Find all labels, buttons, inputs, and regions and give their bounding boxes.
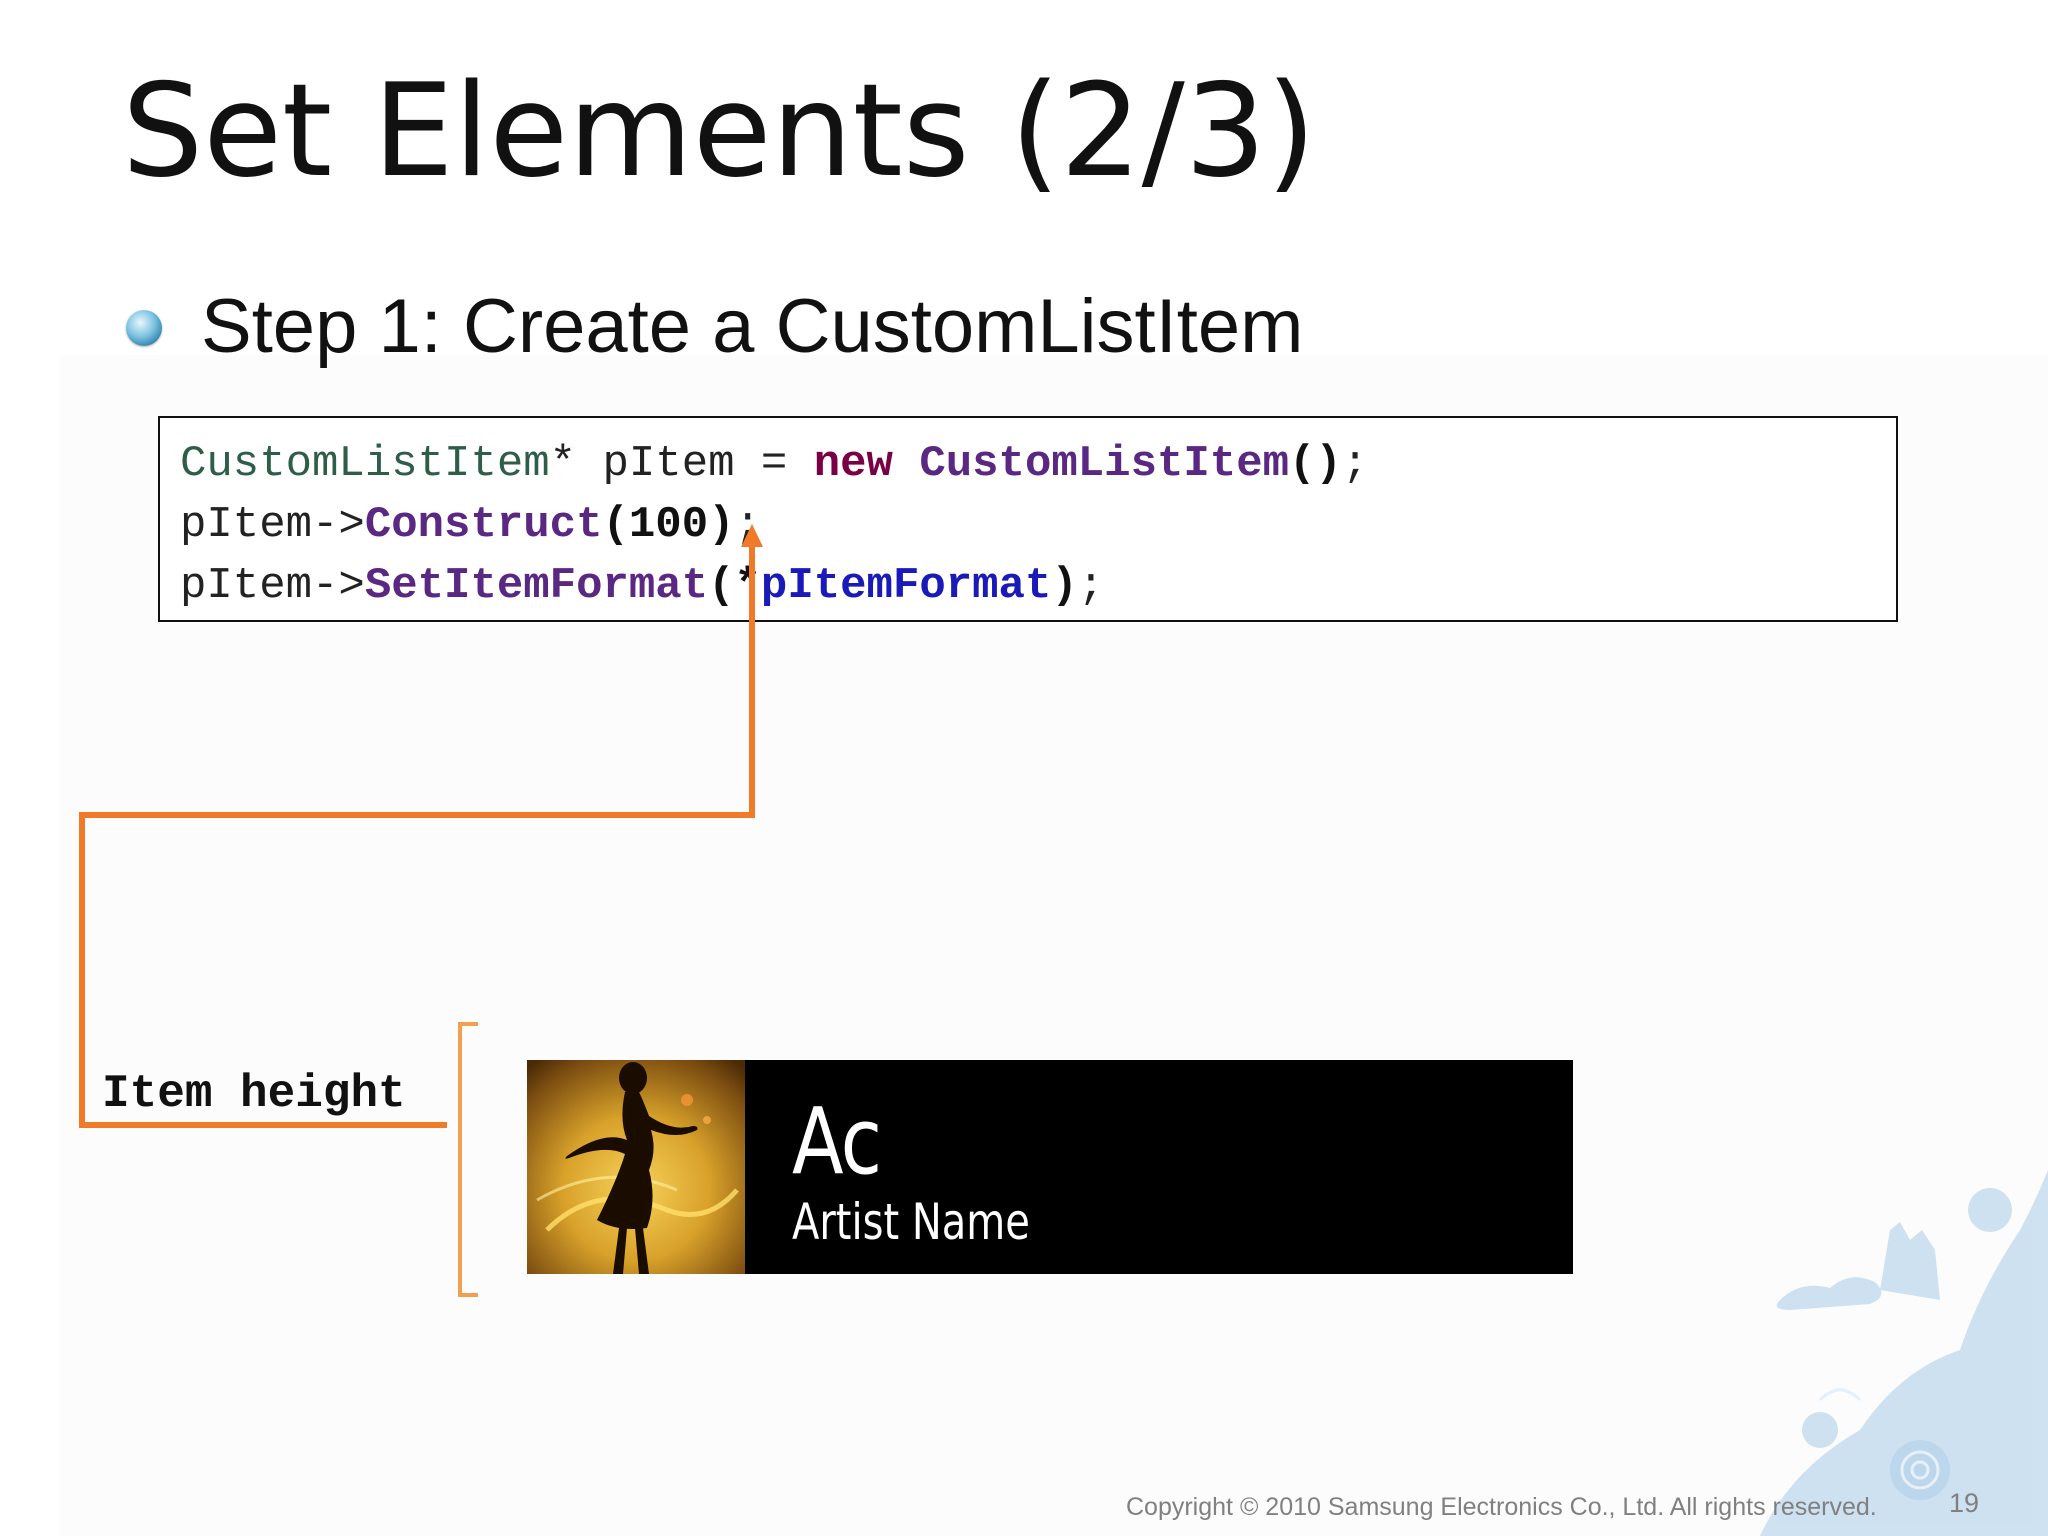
dancer-silhouette-album-art-icon (527, 1060, 745, 1274)
code-method: SetItemFormat (364, 561, 709, 611)
code-close-paren: ) (1051, 561, 1078, 611)
decorative-illustration-icon (1760, 1170, 2048, 1536)
slide-title: Set Elements (2/3) (122, 57, 1317, 206)
copyright-footer: Copyright © 2010 Samsung Electronics Co.… (1126, 1493, 1877, 1521)
code-parens: () (1289, 439, 1342, 489)
code-open-paren: ( (602, 500, 629, 550)
code-semicolon: ; (1077, 561, 1105, 611)
code-line-1: CustomListItem* pItem = new CustomListIt… (180, 434, 1896, 495)
code-declaration: * pItem = (549, 439, 814, 489)
item-height-label: Item height (102, 1068, 406, 1120)
bullet-icon (126, 310, 162, 346)
code-close-paren: ) (708, 500, 735, 550)
code-semicolon: ; (1341, 439, 1369, 489)
code-argument: 100 (628, 500, 709, 550)
custom-list-item-preview: Ac Artist Name (527, 1060, 1573, 1274)
bullet-text: Step 1: Create a CustomListItem (201, 284, 1304, 369)
code-constructor: CustomListItem (919, 439, 1290, 489)
height-bracket (458, 1022, 478, 1297)
list-item-title: Ac (792, 1088, 882, 1195)
arrow-head-icon (741, 524, 763, 547)
code-type: CustomListItem (180, 439, 550, 489)
code-line-2: pItem->Construct(100); (180, 495, 1896, 556)
page-number: 19 (1949, 1488, 1980, 1518)
list-item-subtitle: Artist Name (792, 1193, 1030, 1251)
code-argument: pItemFormat (760, 561, 1052, 611)
code-line-3: pItem->SetItemFormat(*pItemFormat); (180, 556, 1896, 617)
code-object: pItem-> (180, 561, 365, 611)
code-block: CustomListItem* pItem = new CustomListIt… (158, 416, 1898, 622)
code-keyword: new (813, 439, 893, 489)
code-object: pItem-> (180, 500, 365, 550)
code-method: Construct (364, 500, 603, 550)
